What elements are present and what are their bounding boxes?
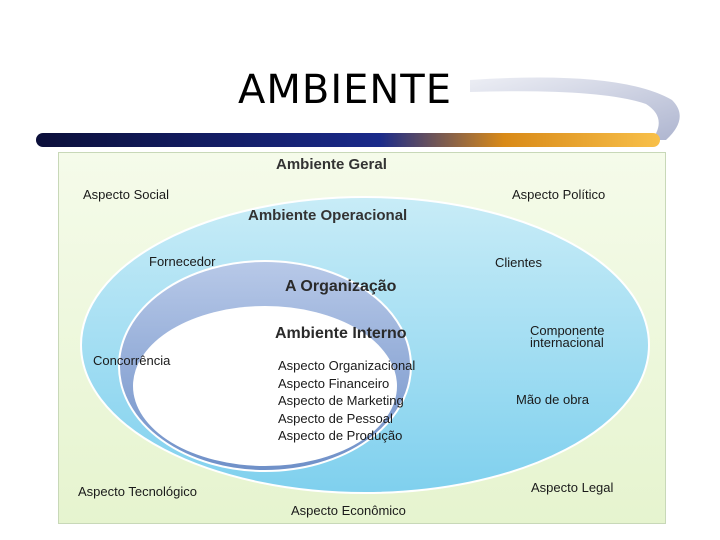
- label-competition: Concorrência: [93, 353, 171, 368]
- label-international-component: Componente internacional: [530, 323, 605, 350]
- environment-diagram: Ambiente Geral Aspecto Social Aspecto Po…: [58, 152, 666, 524]
- slide-title: AMBIENTE: [238, 67, 453, 113]
- diagram-ellipses: [80, 196, 650, 494]
- label-political: Aspecto Político: [512, 187, 606, 202]
- internal-aspects-list: Aspecto Organizacional Aspecto Financeir…: [278, 357, 415, 445]
- operational-environment-title: Ambiente Operacional: [248, 207, 408, 224]
- organization-title: A Organização: [285, 278, 397, 295]
- label-supplier: Fornecedor: [149, 254, 216, 269]
- internal-environment-title: Ambiente Interno: [275, 325, 407, 342]
- label-legal: Aspecto Legal: [531, 480, 614, 495]
- label-economic: Aspecto Econômico: [291, 503, 406, 518]
- list-item: Aspecto de Pessoal: [278, 410, 393, 426]
- list-item: Aspecto de Marketing: [278, 393, 404, 408]
- internal-environment-ellipse: [133, 306, 397, 466]
- list-item: Aspecto Organizacional: [278, 358, 416, 373]
- title-underline-swoosh: [36, 77, 680, 147]
- label-international-line-1: Componente: [530, 323, 605, 338]
- label-international-line-2: internacional: [530, 335, 604, 350]
- label-labor: Mão de obra: [516, 392, 589, 407]
- list-item: Aspecto Financeiro: [278, 375, 390, 391]
- label-clients: Clientes: [495, 255, 542, 270]
- label-technological: Aspecto Tecnológico: [78, 484, 198, 499]
- label-social: Aspecto Social: [83, 187, 169, 202]
- list-item: Aspecto de Produção: [278, 428, 403, 443]
- general-environment-title: Ambiente Geral: [276, 156, 387, 173]
